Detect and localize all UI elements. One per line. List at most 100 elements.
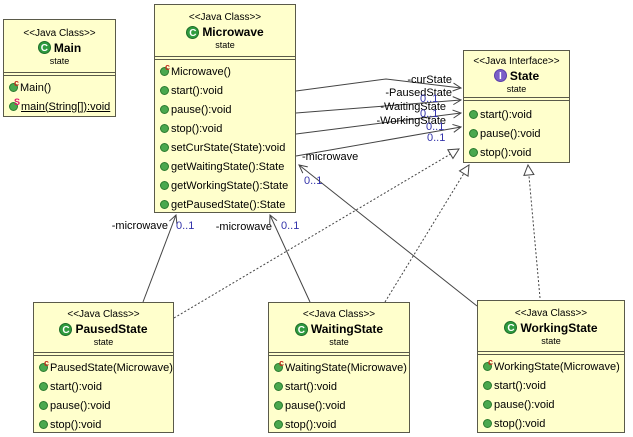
- edge-label-microwave-waiting[interactable]: -microwave: [215, 221, 272, 233]
- association-workingstate-microwave-line[interactable]: [298, 164, 478, 307]
- method-row[interactable]: getWaitingState():State: [160, 157, 293, 176]
- realization-waitingstate-state-line[interactable]: [384, 164, 470, 303]
- method-label: pause():void: [480, 127, 541, 140]
- class-name: WorkingState: [520, 320, 598, 335]
- class-name: WaitingState: [310, 322, 384, 336]
- edge-label-pausedstate[interactable]: -PausedState: [385, 87, 452, 99]
- edge-label-microwave-working[interactable]: -microwave: [302, 151, 359, 163]
- method-label: start():void: [50, 380, 102, 393]
- edge-label-microwave-paused[interactable]: -microwave: [111, 220, 168, 232]
- method-visibility-icon: [160, 86, 169, 95]
- multiplicity-workingstate[interactable]: 0..1: [427, 132, 446, 144]
- class-icon: C: [186, 25, 200, 39]
- method-label: start():void: [285, 380, 337, 393]
- method-row[interactable]: start():void: [483, 376, 622, 395]
- method-visibility-icon: [39, 363, 48, 372]
- association-pausedstate-line[interactable]: [295, 96, 463, 114]
- method-label: pause():void: [494, 398, 555, 411]
- method-visibility-icon: [9, 83, 18, 92]
- multiplicity-microwave-paused[interactable]: 0..1: [176, 220, 195, 232]
- method-label: getPausedState():State: [171, 198, 286, 211]
- method-label: stop():void: [494, 417, 546, 430]
- method-label: PausedState(Microwave): [50, 361, 173, 374]
- method-row[interactable]: start():void: [160, 81, 293, 100]
- class-name: Microwave: [202, 25, 264, 39]
- method-row[interactable]: stop():void: [469, 143, 567, 162]
- edge-label-waitingstate[interactable]: -WaitingState: [380, 101, 446, 113]
- method-label: getWorkingState():State: [171, 179, 289, 192]
- association-waitingstate-line[interactable]: [295, 109, 463, 135]
- stereotype-label: <<Java Class>>: [188, 12, 262, 23]
- constructor-marker: c: [488, 356, 494, 367]
- method-row[interactable]: setCurState(State):void: [160, 138, 293, 157]
- attributes-compartment: [269, 352, 409, 356]
- method-label: pause():void: [50, 399, 111, 412]
- method-row[interactable]: getPausedState():State: [160, 195, 293, 214]
- method-row[interactable]: pause():void: [274, 396, 407, 415]
- constructor-marker: c: [165, 61, 171, 72]
- method-label: main(String[]):void: [21, 100, 111, 113]
- method-visibility-icon: [160, 143, 169, 152]
- attributes-compartment: [155, 56, 295, 60]
- association-pausedstate-microwave-line[interactable]: [142, 213, 178, 303]
- package-label: state: [541, 335, 561, 346]
- method-visibility-icon: [469, 110, 478, 119]
- multiplicity-waitingstate[interactable]: 0..1: [426, 121, 445, 133]
- method-label: pause():void: [285, 399, 346, 412]
- method-row[interactable]: stop():void: [483, 414, 622, 433]
- multiplicity-microwave-waiting[interactable]: 0..1: [281, 220, 300, 232]
- multiplicity-curstate[interactable]: 0..1: [420, 93, 439, 105]
- method-visibility-icon: [160, 200, 169, 209]
- stereotype-label: <<Java Class>>: [302, 309, 376, 320]
- constructor-marker: c: [279, 357, 285, 368]
- method-row[interactable]: stop():void: [274, 415, 407, 434]
- package-label: state: [215, 40, 235, 50]
- edge-label-curstate[interactable]: -curState: [407, 74, 452, 86]
- association-waitingstate-microwave-line[interactable]: [269, 213, 311, 303]
- method-row[interactable]: getWorkingState():State: [160, 176, 293, 195]
- method-row[interactable]: pause():void: [483, 395, 622, 414]
- method-label: setCurState(State):void: [171, 141, 286, 154]
- method-row[interactable]: stop():void: [160, 119, 293, 138]
- method-row[interactable]: pause():void: [469, 124, 567, 143]
- attributes-compartment: [4, 72, 115, 76]
- method-visibility-icon: [274, 363, 283, 372]
- method-label: pause():void: [171, 103, 232, 116]
- method-row[interactable]: start():void: [469, 105, 567, 124]
- method-visibility-icon: [483, 362, 492, 371]
- attributes-compartment: [34, 352, 173, 356]
- realization-workingstate-state-line[interactable]: [523, 163, 541, 299]
- method-row[interactable]: stop():void: [39, 415, 171, 434]
- package-label: state: [329, 337, 349, 347]
- class-icon: C: [37, 41, 51, 54]
- realization-pausedstate-state-line[interactable]: [173, 148, 460, 319]
- multiplicity-microwave-working[interactable]: 0..1: [304, 175, 323, 187]
- edge-label-workingstate[interactable]: -WorkingState: [376, 115, 447, 127]
- association-workingstate-line[interactable]: [295, 123, 463, 157]
- multiplicity-pausedstate[interactable]: 0..1: [420, 108, 439, 120]
- method-row[interactable]: pause():void: [160, 100, 293, 119]
- method-row[interactable]: start():void: [39, 377, 171, 396]
- stereotype-label: <<Java Class>>: [23, 27, 96, 39]
- stereotype-label: <<Java Class>>: [67, 309, 140, 320]
- stereotype-label: <<Java Class>>: [514, 307, 588, 319]
- method-row[interactable]: pause():void: [39, 396, 171, 415]
- association-curstate-line[interactable]: [295, 78, 463, 92]
- method-label: start():void: [480, 108, 532, 121]
- method-row[interactable]: start():void: [274, 377, 407, 396]
